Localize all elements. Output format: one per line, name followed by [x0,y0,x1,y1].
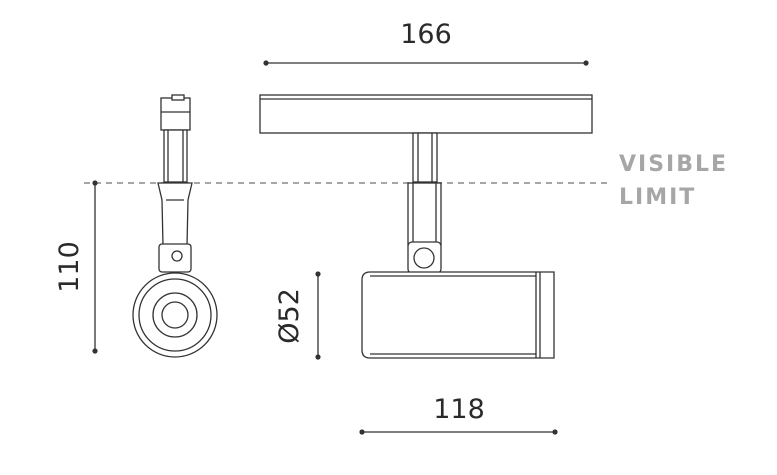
dimension-top-width: 166 [263,19,589,66]
side-view [132,94,218,358]
svg-text:Ø52: Ø52 [274,288,305,344]
dimension-height: 110 [54,180,98,354]
svg-text:110: 110 [54,241,85,293]
dimension-bottom-width: 118 [359,394,558,435]
visible-limit-label-line2: LIMIT [619,185,696,210]
dimension-diameter: Ø52 [274,271,321,360]
visible-limit-label-line1: VISIBLE [619,152,728,177]
front-view [259,94,593,359]
svg-text:166: 166 [400,19,452,50]
svg-text:118: 118 [433,394,485,425]
